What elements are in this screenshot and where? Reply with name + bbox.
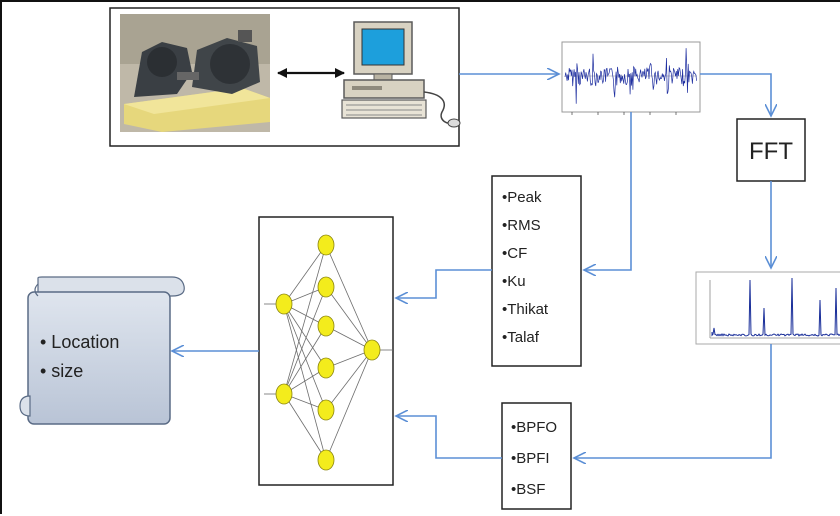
time-features-box: •Peak •RMS •CF •Ku •Thikat •Talaf (492, 176, 581, 366)
output-location: • Location (40, 332, 119, 352)
fft-label: FFT (749, 138, 793, 165)
input-neuron (276, 384, 292, 404)
arrow-signal-to-fft (700, 74, 771, 116)
arrow-signal-to-time-features (584, 112, 631, 270)
acquisition-setup (110, 8, 460, 146)
freq-feature-item: •BPFI (511, 450, 550, 467)
input-neuron (276, 294, 292, 314)
time-feature-item: •Peak (502, 189, 542, 206)
hidden-neuron (318, 277, 334, 297)
time-feature-item: •CF (502, 245, 527, 262)
time-signal-plot (562, 42, 700, 115)
time-feature-item: •RMS (502, 217, 541, 234)
hidden-neuron (318, 235, 334, 255)
output-size: • size (40, 361, 83, 381)
output-neuron (364, 340, 380, 360)
hidden-neuron (318, 450, 334, 470)
fft-box: FFT (737, 119, 805, 181)
hidden-neuron (318, 358, 334, 378)
frequency-spectrum-plot (696, 272, 840, 344)
time-feature-item: •Thikat (502, 301, 549, 318)
time-feature-item: •Talaf (502, 329, 540, 346)
arrow-freq-features-to-network (396, 416, 502, 458)
hidden-neuron (318, 400, 334, 420)
freq-feature-item: •BSF (511, 481, 545, 498)
hidden-neuron (318, 316, 334, 336)
neural-network (259, 217, 393, 485)
freq-feature-item: •BPFO (511, 419, 557, 436)
frequency-features-box: •BPFO •BPFI •BSF (502, 403, 571, 509)
time-feature-item: •Ku (502, 273, 526, 290)
arrow-time-features-to-network (396, 270, 492, 298)
bearing-test-rig-photo-icon (120, 14, 270, 132)
arrow-spectrum-to-freq-features (574, 344, 771, 458)
output-scroll: • Location • size (20, 277, 184, 424)
